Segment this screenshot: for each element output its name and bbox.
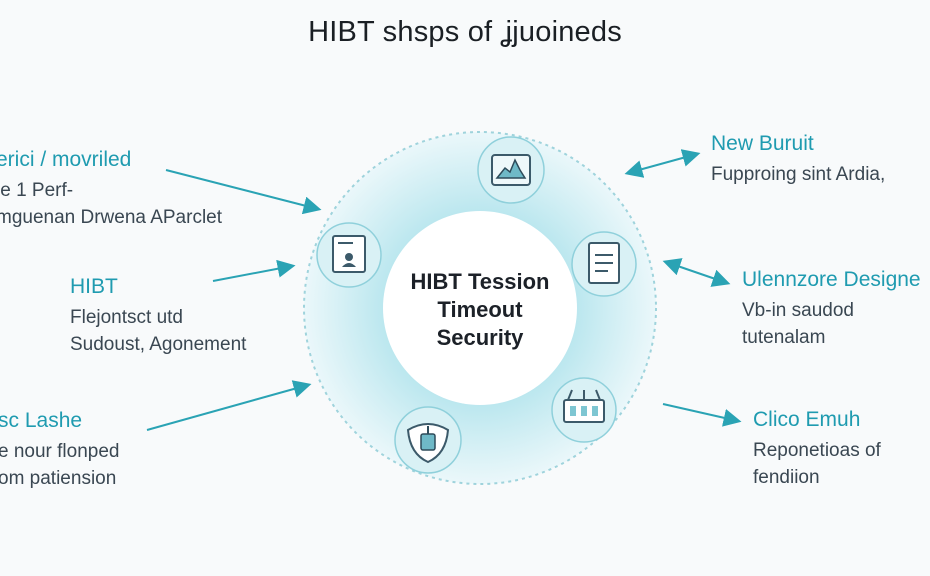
callout-heading: Ulennzore Designe: [742, 268, 921, 291]
shield-icon: [394, 406, 462, 474]
arrow-left-mid: [212, 259, 296, 282]
callout-heading: New Buruit: [711, 132, 814, 155]
center-line: Timeout: [437, 297, 523, 322]
callout-heading: sc Lashe: [0, 409, 83, 432]
callout-heading: Clico Emuh: [753, 408, 861, 431]
page-title: HIBT shsps of ʝjuoineds: [308, 16, 622, 48]
callout-text: Flejontsct utd: [70, 307, 183, 328]
callout-left-top: erici / movriled ie 1 Perf- mguenan Drwe…: [0, 147, 222, 231]
arrow-left-bot: [146, 380, 312, 431]
center-label: HIBT Tession Timeout Security: [394, 268, 566, 352]
callout-text: e nour flonped: [0, 441, 120, 462]
callout-heading: HIBT: [70, 275, 118, 298]
callout-left-bot: sc Lashe e nour flonped om patiension: [0, 408, 120, 492]
callout-text: Sudoust, Agonement: [70, 334, 247, 355]
center-line: HIBT Tession: [410, 269, 550, 294]
arrow-right-top: [624, 149, 701, 178]
callout-text: Vb-in saudod: [742, 300, 854, 321]
callout-heading: erici / movriled: [0, 148, 132, 171]
profile-card-icon: [316, 222, 382, 288]
callout-text: tutenalam: [742, 327, 826, 348]
chart-icon: [477, 136, 545, 204]
callout-text: om patiension: [0, 468, 117, 489]
callout-text: Reponetioas of: [753, 440, 881, 461]
inner-disc: [383, 211, 577, 405]
callout-right-bot: Clico Emuh Reponetioas of fendiion: [753, 407, 881, 491]
center-line: Security: [436, 325, 524, 350]
callout-left-mid: HIBT Flejontsct utd Sudoust, Agonement: [70, 274, 246, 358]
callout-text: ie 1 Perf-: [0, 180, 74, 201]
callout-text: fendiion: [753, 467, 820, 488]
arrow-right-bot: [662, 403, 742, 427]
callout-text: mguenan Drwena AParclet: [0, 207, 223, 228]
callout-right-top: New Buruit Fupproing sint Ardia,: [711, 131, 885, 188]
arrow-right-mid: [662, 258, 731, 287]
callout-text: Fupproing sint Ardia,: [711, 164, 886, 185]
arrow-left-top: [165, 169, 322, 215]
document-icon: [571, 231, 637, 297]
callout-right-mid: Ulennzore Designe Vb-in saudod tutenalam: [742, 267, 921, 351]
server-icon: [551, 377, 617, 443]
